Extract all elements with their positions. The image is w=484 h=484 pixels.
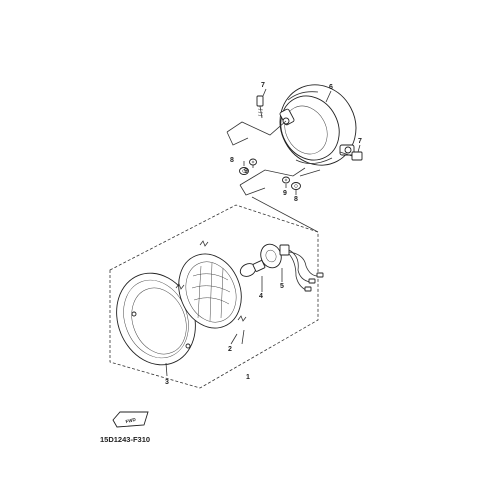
bolt-upper — [256, 95, 264, 119]
callout-6: 6 — [329, 84, 333, 91]
callout-leaders — [165, 88, 361, 377]
callout-7-upper: 7 — [261, 82, 265, 89]
callout-1: 1 — [246, 374, 250, 381]
callout-9-right: 9 — [283, 190, 287, 197]
headlight-rim — [116, 272, 196, 366]
upper-leader-lines — [226, 120, 321, 196]
forward-arrow-label: FWD — [125, 417, 137, 425]
callout-4: 4 — [259, 293, 263, 300]
washer-left — [239, 167, 249, 175]
bulb-socket-wiring — [260, 243, 324, 292]
callout-7-right: 7 — [358, 138, 362, 145]
headlight-lens-unit — [175, 240, 247, 329]
forward-arrow-icon: FWD — [112, 411, 149, 428]
assembly-box — [109, 204, 319, 389]
nut-left — [249, 158, 257, 166]
callout-2: 2 — [228, 346, 232, 353]
callout-5: 5 — [280, 283, 284, 290]
callout-8-right: 8 — [294, 196, 298, 203]
headlight-bulb — [239, 260, 266, 277]
washer-right — [291, 182, 301, 190]
callout-9-left: 9 — [244, 168, 248, 175]
bolt-right — [339, 151, 363, 161]
callout-8-left: 8 — [230, 157, 234, 164]
housing-to-assembly-line — [251, 196, 319, 233]
diagram-code: 15D1243-F310 — [100, 435, 150, 444]
nut-right — [282, 176, 290, 184]
callout-3: 3 — [165, 379, 169, 386]
